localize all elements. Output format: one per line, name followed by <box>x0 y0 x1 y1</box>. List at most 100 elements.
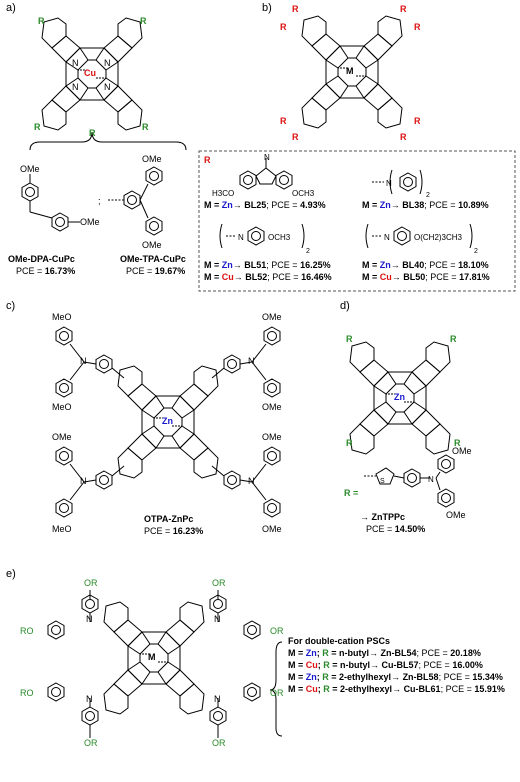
panel-b-och3-a: OCH3 <box>292 189 315 198</box>
panel-c-arm-br-ring <box>223 470 241 490</box>
panel-e-entry-cu-bl61: M = Cu; R = 2-ethylhexyl→ Cu-BL61; PCE =… <box>288 684 505 694</box>
panel-a-n3: N <box>72 82 79 92</box>
panel-label-a: a) <box>6 2 16 14</box>
panel-b-carbazole-n: N <box>264 153 270 162</box>
panel-a-compound1-name: OMe-DPA-CuPc <box>8 254 75 264</box>
panel-b-r-label: R <box>204 155 211 165</box>
panel-c-arm-bl-ring <box>95 470 113 490</box>
panel-d-n: N <box>428 475 434 484</box>
panel-a-tpa-ome2: OMe <box>142 240 162 250</box>
panel-a-n4: N <box>104 82 111 92</box>
panel-b-bl51-sub: 2 <box>306 248 310 255</box>
panel-a-tpa-ring3 <box>145 216 163 236</box>
panel-b-bl40-n: N <box>384 233 390 242</box>
panel-a-compound2-name: OMe-TPA-CuPc <box>120 254 186 264</box>
panel-d-r-br: R <box>454 438 461 448</box>
panel-a-brace <box>29 131 187 151</box>
panel-e-metal: M <box>148 652 156 662</box>
panel-b-butoxy: O(CH2)3CH3 <box>414 233 463 242</box>
panel-e-entry-cu-bl57: M = Cu; R = n-butyl→ Cu-BL57; PCE = 16.0… <box>288 660 483 670</box>
panel-c-tpa-tl-down <box>55 378 73 398</box>
panel-e-header: For double-cation PSCs <box>288 636 391 646</box>
panel-b-r5: R <box>280 116 287 126</box>
panel-d-phenyl-ring <box>403 468 421 488</box>
panel-d-pce: PCE = 14.50% <box>366 524 426 534</box>
panel-c-n-tl: N <box>80 356 87 366</box>
panel-b-r7: R <box>292 132 299 142</box>
panel-b-r3: R <box>280 22 287 32</box>
panel-label-e: e) <box>6 568 16 580</box>
panel-a-separator: ; <box>98 196 101 206</box>
panel-label-d: d) <box>340 300 350 312</box>
panel-label-b: b) <box>262 2 272 14</box>
panel-d-tpa-ring-up <box>437 454 455 474</box>
panel-c-ome-5: OMe <box>262 312 282 322</box>
panel-e-ring-bl2 <box>47 682 65 702</box>
panel-c-meo-2: MeO <box>52 402 72 412</box>
panel-c-ome-7: OMe <box>262 432 282 442</box>
panel-b-carbazole-ring1 <box>239 170 257 190</box>
panel-b-bl40-sub: 2 <box>474 248 478 255</box>
panel-e-n-tr: N <box>214 614 221 624</box>
panel-d-ome-2: OMe <box>446 510 466 520</box>
panel-label-c: c) <box>6 300 16 312</box>
panel-d-thiophene <box>375 467 395 485</box>
panel-b-carbazole-ring2 <box>275 170 293 190</box>
panel-c-meo-4: MeO <box>52 524 72 534</box>
panel-b-r4: R <box>414 22 421 32</box>
panel-d-r-bl: R <box>346 438 353 448</box>
panel-b-bl38-ring <box>399 172 417 192</box>
panel-c-ome-3: OMe <box>52 432 72 442</box>
panel-d-r-eq: R = <box>344 488 359 498</box>
panel-a-tpa-ome1: OMe <box>142 154 162 164</box>
panel-a-r-tl: R <box>38 16 45 26</box>
panel-d-r-tl: R <box>346 334 353 344</box>
panel-d-name: → ZnTPPc <box>360 512 406 522</box>
panel-c-pce: PCE = 16.23% <box>144 526 204 536</box>
panel-b-entry-bl51: M = Zn→ BL51; PCE = 16.25% <box>204 260 331 270</box>
panel-b-metal: M <box>346 66 354 76</box>
panel-b-bl40-ring <box>393 226 411 246</box>
panel-c-tpa-bl-up <box>55 446 73 466</box>
panel-e-n-br: N <box>214 694 221 704</box>
panel-d-tpa-ring-down <box>437 488 455 508</box>
panel-b-bl51-ring <box>247 226 265 246</box>
panel-b-dashed-box <box>198 150 516 292</box>
panel-e-ring-br1 <box>209 706 227 726</box>
panel-c-tpa-tr-down <box>263 378 281 398</box>
panel-d-metal: Zn <box>394 392 405 402</box>
panel-d-r-tr: R <box>450 334 457 344</box>
panel-e-ro-l: RO <box>20 626 34 636</box>
panel-b-r1: R <box>292 4 299 14</box>
panel-e-or-b2: OR <box>212 738 226 748</box>
panel-e-or-br: OR <box>270 688 284 698</box>
panel-a-r-br: R <box>142 122 149 132</box>
panel-a-n1: N <box>72 58 79 68</box>
panel-c-metal: Zn <box>162 416 173 426</box>
panel-b-entry-bl40: M = Zn→ BL40; PCE = 18.10% <box>362 260 489 270</box>
panel-b-bl51-n: N <box>238 233 244 242</box>
panel-a-r-label: R <box>89 128 96 138</box>
panel-d-sulfur: S <box>380 478 385 485</box>
panel-e-ro-bl: RO <box>20 688 34 698</box>
panel-c-n-br: N <box>248 476 255 486</box>
panel-b-entry-bl38: M = Zn→ BL38; PCE = 10.89% <box>362 200 489 210</box>
panel-a-r-tr: R <box>140 16 147 26</box>
panel-a-dpa-ome1: OMe <box>20 164 40 174</box>
panel-e-entry-zn-bl58: M = Zn; R = 2-ethylhexyl→ Zn-BL58; PCE =… <box>288 672 503 682</box>
panel-b-entry-bl50: M = Cu→ BL50; PCE = 17.81% <box>362 272 490 282</box>
panel-e-or-tl: OR <box>84 578 98 588</box>
panel-a-metal: Cu <box>84 68 96 78</box>
panel-a-dpa-ring2 <box>51 212 69 232</box>
panel-e-n-tl: N <box>86 614 93 624</box>
panel-e-entry-zn-bl54: M = Zn; R = n-butyl→ Zn-BL54; PCE = 20.1… <box>288 648 481 658</box>
panel-b-r6: R <box>414 116 421 126</box>
panel-e-or-tr: OR <box>212 578 226 588</box>
panel-c-tpa-br-up <box>263 446 281 466</box>
panel-e-n-bl: N <box>86 694 93 704</box>
panel-e-or-b1: OR <box>84 738 98 748</box>
panel-b-r8: R <box>400 132 407 142</box>
panel-a-tpa-ring2 <box>145 166 163 186</box>
panel-c-n-bl: N <box>80 476 87 486</box>
